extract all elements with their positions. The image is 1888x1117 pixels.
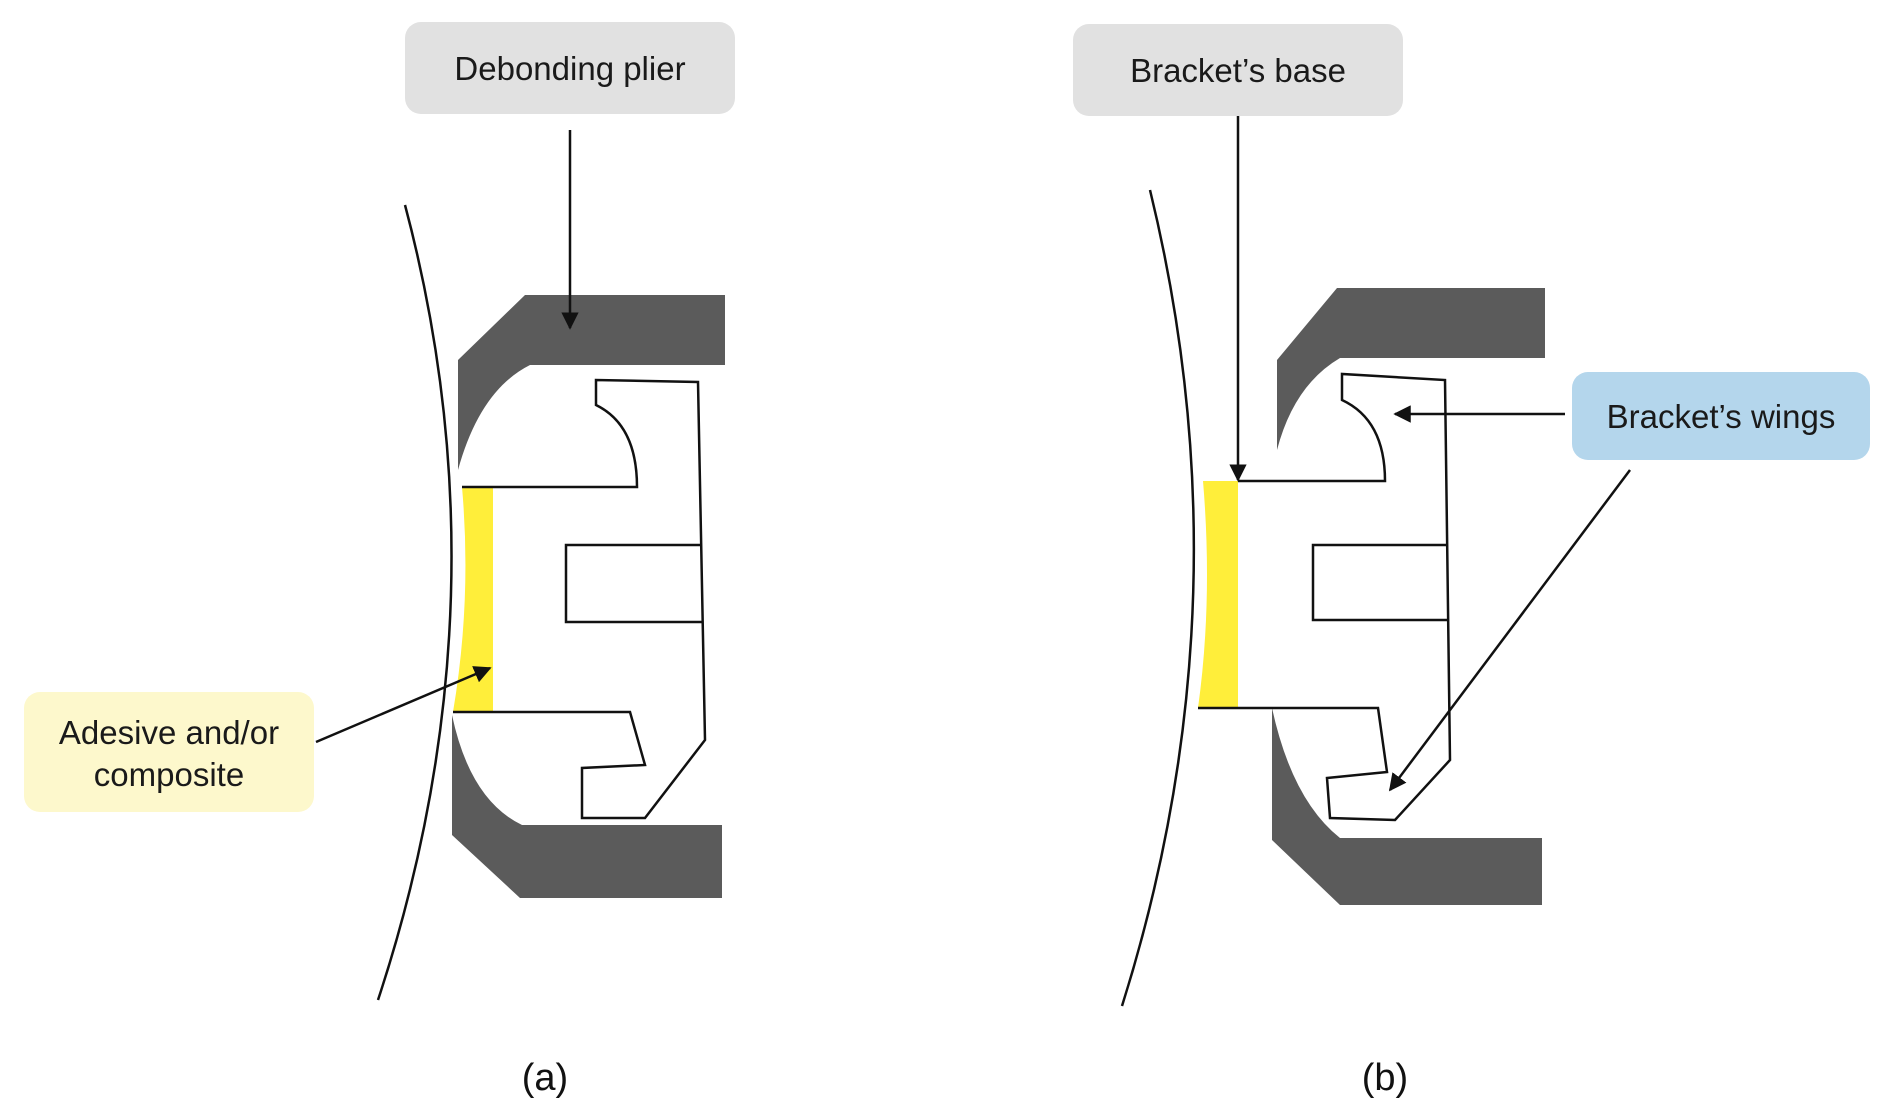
bracket-slot-a xyxy=(564,543,703,624)
panel-a: Debonding plier Adesive and/or composite… xyxy=(24,22,735,1099)
plier-lower-jaw-a xyxy=(452,715,722,898)
bracket-wings-label: Bracket’s wings xyxy=(1607,398,1836,435)
bracket-outline-b xyxy=(1198,372,1452,822)
tooth-surface-a xyxy=(376,204,453,1001)
debonding-plier-label-box xyxy=(405,22,735,114)
plier-lower-jaw-b xyxy=(1272,708,1542,905)
adhesive-label-box xyxy=(24,692,314,812)
bracket-wings-label-box xyxy=(1572,372,1870,460)
adhesive-label-line1: Adesive and/or xyxy=(59,714,279,751)
bracket-base-label-box xyxy=(1073,24,1403,116)
tooth-surface-b xyxy=(1120,189,1196,1007)
plier-upper-jaw-a xyxy=(458,295,725,470)
panel-b: Bracket’s base Bracket’s wings (b) xyxy=(1073,24,1870,1099)
adhesive-layer-b xyxy=(1198,481,1238,708)
debonding-plier-label: Debonding plier xyxy=(454,50,685,87)
plier-upper-jaw-b xyxy=(1277,288,1545,450)
adhesive-pointer-arrow xyxy=(315,666,492,744)
adhesive-layer-a xyxy=(453,487,493,712)
caption-b: (b) xyxy=(1362,1057,1408,1099)
bracket-outline-a xyxy=(453,378,707,820)
bracket-slot-b xyxy=(1311,543,1449,622)
bracket-base-label: Bracket’s base xyxy=(1130,52,1346,89)
caption-a: (a) xyxy=(522,1057,568,1099)
adhesive-label-line2: composite xyxy=(94,756,244,793)
wings-pointer-arrow-lower xyxy=(1388,469,1631,792)
